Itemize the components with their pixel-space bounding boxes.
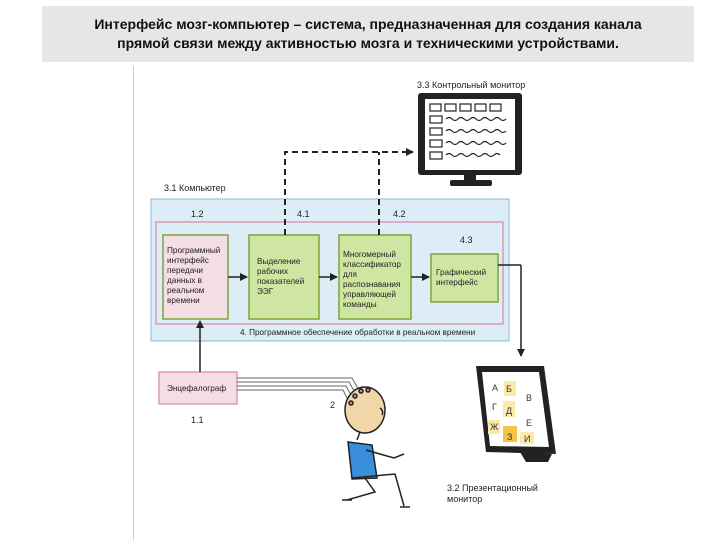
label-4-3: 4.3 — [460, 235, 473, 245]
person-icon — [342, 386, 410, 508]
presentation-monitor-icon — [476, 366, 556, 462]
screen-letter-z: З — [507, 432, 512, 442]
title-line-2: прямой связи между активностью мозга и т… — [117, 35, 619, 51]
classifier-box-text: Многомерный классификатор для распознава… — [343, 250, 403, 309]
label-4-2: 4.2 — [393, 209, 406, 219]
presentation-monitor-label-1: 3.2 Презентационный — [447, 483, 538, 493]
dashed-features-to-monitor — [284, 148, 414, 235]
features-box-text: Выделение рабочих показателей ЭЭГ — [257, 257, 306, 296]
label-4-1: 4.1 — [297, 209, 310, 219]
control-monitor-label: 3.3 Контрольный монитор — [417, 80, 525, 90]
screen-letter-zh: Ж — [490, 422, 499, 432]
api-box — [162, 234, 229, 320]
presentation-monitor-label-2: монитор — [447, 494, 482, 504]
label-2: 2 — [330, 400, 335, 410]
software-label: 4. Программное обеспечение обработки в р… — [240, 328, 475, 337]
gui-box-text: Графический интерфейс — [436, 268, 488, 287]
gui-box — [430, 253, 499, 303]
api-box-text: Программный интерфейс передачи данных в … — [167, 246, 223, 305]
eeg-box — [158, 371, 238, 405]
control-monitor-icon — [418, 93, 522, 186]
left-divider — [133, 66, 134, 540]
title-line-1: Интерфейс мозг-компьютер – система, пред… — [94, 16, 642, 32]
features-box — [248, 234, 320, 320]
label-1-2: 1.2 — [191, 209, 204, 219]
screen-letter-b: Б — [506, 384, 512, 394]
computer-label: 3.1 Компьютер — [164, 183, 226, 193]
label-1-1: 1.1 — [191, 415, 204, 425]
screen-letter-a: А — [492, 383, 498, 393]
eeg-box-text: Энцефалограф — [167, 384, 226, 393]
title-banner: Интерфейс мозг-компьютер – система, пред… — [42, 6, 694, 62]
screen-letter-g: Г — [492, 402, 497, 412]
screen-letter-v: В — [526, 393, 532, 403]
software-frame — [155, 221, 504, 325]
screen-letter-i: И — [524, 434, 530, 444]
screen-letter-e: Е — [526, 418, 532, 428]
screen-letter-d: Д — [506, 406, 512, 416]
electrode-cables — [237, 377, 361, 401]
